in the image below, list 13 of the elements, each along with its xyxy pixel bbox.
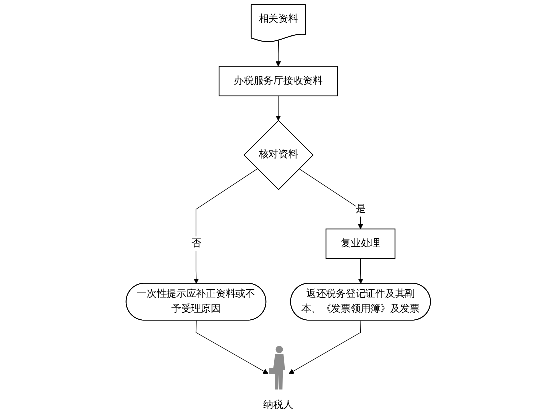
edge-label: 否: [191, 238, 202, 249]
arrow: [298, 168, 364, 230]
node-label: 纳税人: [264, 400, 294, 410]
arrow: [288, 320, 362, 374]
node-box: 复业处理: [326, 228, 396, 260]
node-diamond: 核对资料: [244, 120, 314, 190]
arrow: [358, 258, 364, 284]
arrow: [196, 320, 269, 374]
arrow: [276, 96, 282, 122]
edge-label: 是: [356, 204, 366, 214]
arrow: [194, 168, 258, 284]
arrow: [276, 40, 282, 67]
node-box: 办税服务厅接收资料: [218, 66, 338, 97]
